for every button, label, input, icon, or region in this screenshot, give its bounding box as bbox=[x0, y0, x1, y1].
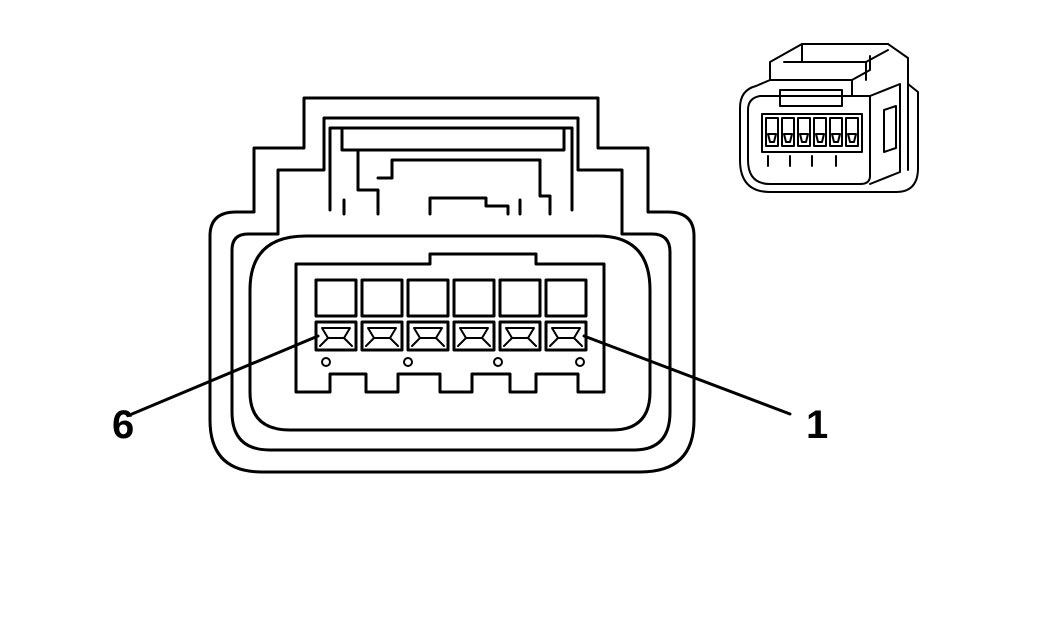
terminal-socket bbox=[544, 320, 588, 352]
iso-pin-cavity bbox=[813, 117, 827, 147]
mating-shroud-outer bbox=[248, 234, 652, 432]
iso-side-detail bbox=[869, 83, 909, 185]
iso-pin-contact bbox=[799, 133, 809, 143]
terminal-socket bbox=[360, 320, 404, 352]
iso-pin-contact bbox=[831, 133, 841, 143]
pin-window bbox=[498, 278, 542, 318]
housing-outer-outline bbox=[208, 96, 696, 474]
pin-cavity bbox=[360, 278, 404, 352]
terminal-contact bbox=[319, 327, 353, 347]
pin-window bbox=[406, 278, 450, 318]
polarity-dot bbox=[575, 357, 585, 367]
iso-pin-contact bbox=[815, 133, 825, 143]
connector-isometric-view bbox=[739, 43, 919, 193]
terminal-block-outline bbox=[294, 252, 606, 394]
iso-pin-contact bbox=[783, 133, 793, 143]
polarity-dot bbox=[493, 357, 503, 367]
iso-pin-cavity bbox=[765, 117, 779, 147]
iso-pin-row bbox=[765, 117, 859, 147]
terminal-socket bbox=[498, 320, 542, 352]
iso-pin-cavity bbox=[829, 117, 843, 147]
pin-window bbox=[452, 278, 496, 318]
callout-label-pin-6: 6 bbox=[112, 403, 134, 447]
connector-face-view: 6 1 bbox=[112, 96, 828, 474]
iso-pin-strip bbox=[761, 113, 863, 167]
pin-cavity bbox=[314, 278, 358, 352]
leader-line-pin-6 bbox=[130, 334, 320, 416]
housing-inner-outline bbox=[230, 116, 672, 452]
terminal-contact bbox=[503, 327, 537, 347]
terminal-contact bbox=[457, 327, 491, 347]
iso-pin-cavity bbox=[845, 117, 859, 147]
leader-line-pin-1 bbox=[582, 334, 792, 416]
callout-label-pin-1: 1 bbox=[806, 403, 828, 447]
pin-cavity bbox=[452, 278, 496, 352]
pin-window bbox=[544, 278, 588, 318]
polarity-dots bbox=[321, 357, 585, 367]
terminal-socket bbox=[406, 320, 450, 352]
iso-pin-cavity bbox=[797, 117, 811, 147]
terminal-contact bbox=[549, 327, 583, 347]
iso-pin-contact bbox=[767, 133, 777, 143]
pin-window bbox=[360, 278, 404, 318]
polarity-dot bbox=[321, 357, 331, 367]
iso-body-inner bbox=[747, 95, 871, 185]
pin-window bbox=[314, 278, 358, 318]
terminal-contact bbox=[365, 327, 399, 347]
terminal-socket bbox=[314, 320, 358, 352]
latch-tower bbox=[328, 126, 574, 212]
polarity-dot bbox=[403, 357, 413, 367]
pin-cavity bbox=[544, 278, 588, 352]
iso-pin-contact bbox=[847, 133, 857, 143]
pin-cavity bbox=[406, 278, 450, 352]
latch-detail bbox=[340, 126, 566, 216]
iso-latch bbox=[769, 43, 889, 107]
iso-pin-cavity bbox=[781, 117, 795, 147]
terminal-socket bbox=[452, 320, 496, 352]
pin-cavity bbox=[498, 278, 542, 352]
terminal-contact bbox=[411, 327, 445, 347]
pin-cavity-row bbox=[314, 278, 588, 352]
